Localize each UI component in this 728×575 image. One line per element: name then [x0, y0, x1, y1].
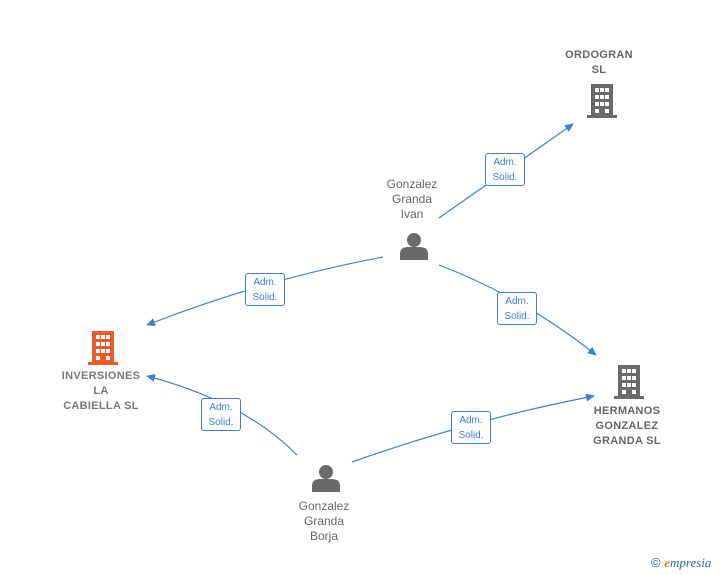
- edge-label-line1: Adm.: [459, 415, 483, 426]
- company-label-hermanos-gonzalez-granda[interactable]: HERMANOS GONZALEZ GRANDA SL: [593, 405, 661, 447]
- edge-label-ivan-inversiones: Adm. Solid.: [245, 273, 285, 306]
- edge-label-line1: Adm.: [209, 402, 233, 413]
- footer-brand[interactable]: © empresia: [651, 555, 711, 571]
- edge-label-borja-hermanos: Adm. Solid.: [451, 411, 491, 444]
- company-label-inversiones-la-cabiella[interactable]: INVERSIONES LA CABIELLA SL: [61, 370, 141, 412]
- edge-label-ivan-hermanos: Adm. Solid.: [497, 292, 537, 325]
- edge-label-line2: Solid.: [208, 417, 234, 428]
- copyright-symbol: ©: [651, 555, 661, 570]
- brand-logo-e: e: [664, 555, 670, 570]
- edge-label-line2: Solid.: [492, 172, 518, 183]
- person-icon[interactable]: [400, 232, 428, 260]
- person-icon[interactable]: [312, 464, 340, 492]
- person-label-ivan[interactable]: Gonzalez Granda Ivan: [386, 177, 438, 221]
- building-icon[interactable]: [587, 84, 617, 118]
- brand-logo-rest: mpresia: [670, 555, 712, 570]
- brand-logo: empresia: [664, 555, 711, 570]
- building-icon[interactable]: [614, 365, 644, 399]
- person-label-borja[interactable]: Gonzalez Granda Borja: [298, 499, 350, 543]
- edge-label-line1: Adm.: [493, 157, 517, 168]
- edge-label-line2: Solid.: [458, 430, 484, 441]
- edge-label-line1: Adm.: [505, 296, 529, 307]
- edge-label-line2: Solid.: [252, 292, 278, 303]
- edge-label-borja-inversiones: Adm. Solid.: [201, 398, 241, 431]
- edge-label-line2: Solid.: [504, 311, 530, 322]
- edge-label-line1: Adm.: [253, 277, 277, 288]
- building-icon[interactable]: [88, 331, 118, 365]
- edge-label-ivan-ordogran: Adm. Solid.: [485, 153, 525, 186]
- company-label-ordogran[interactable]: ORDOGRAN SL: [565, 49, 633, 76]
